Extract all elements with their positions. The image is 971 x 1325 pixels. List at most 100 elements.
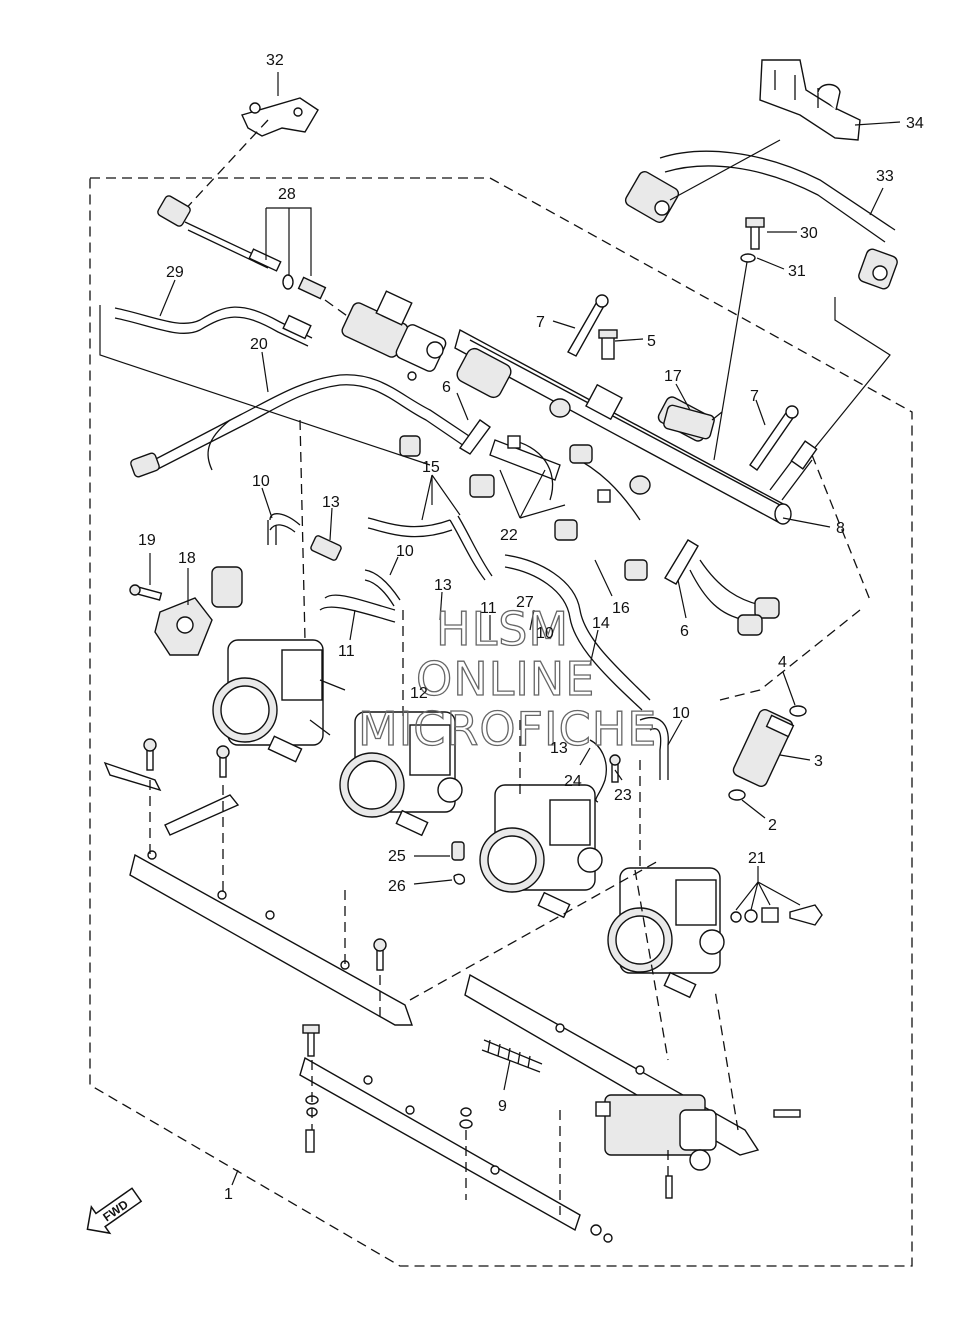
cap-25[interactable] [451,841,465,861]
leader-10b [389,556,399,576]
lower-bracket[interactable] [299,1056,613,1243]
leader-5 [614,338,644,342]
dash-lower [311,1060,467,1200]
leader-23 [614,769,623,781]
tps-sensor-18[interactable] [154,566,243,656]
throttle-body-1[interactable] [212,639,346,763]
o-ring-4[interactable] [789,705,807,717]
screws-left[interactable] [143,738,387,971]
leader-10a [261,487,273,519]
hose-11-left[interactable] [319,594,396,623]
part-label-13b: 13 [434,577,452,594]
injector-3[interactable] [731,708,795,788]
hose-10-left[interactable] [267,513,301,545]
part-label-34: 34 [906,115,924,132]
leader-24 [579,747,591,766]
hose-20[interactable] [130,374,476,478]
part-label-32: 32 [266,52,284,69]
hose-13-left[interactable] [310,535,342,561]
assembly-boundary [89,177,913,1267]
throttle-body-3[interactable] [479,784,603,919]
dash-tb1-up [299,419,306,641]
part-label-28: 28 [278,186,296,203]
leader-11a [349,609,356,641]
leader-9 [503,1059,511,1091]
leader-13a [329,507,333,541]
bolt-7b[interactable] [749,405,799,471]
hose-6[interactable] [458,419,699,585]
part-label-9: 9 [498,1098,507,1115]
leader-34-line [854,121,901,126]
spring-9[interactable] [481,1039,543,1073]
leader-22 [499,469,566,519]
part-label-10c: 10 [536,625,554,642]
dash-tb4-rod [714,989,739,1131]
part-label-7b: 7 [750,388,759,405]
screw-set-21[interactable] [730,904,823,926]
part-label-8: 8 [836,520,845,537]
clip-26[interactable] [453,873,466,885]
bracket-plate-left[interactable] [103,761,240,836]
part-label-10d: 10 [672,705,690,722]
part-label-13a: 13 [322,494,340,511]
part-labels: 1 2 3 4 5 6 6 7 7 8 9 10 10 10 10 11 11 … [138,52,924,1203]
part-label-11b: 11 [480,600,497,617]
bracket-29 [99,305,431,466]
part-label-4: 4 [778,654,787,671]
watermark-line-1: HLSM [436,602,569,656]
o-ring-2[interactable] [728,789,746,801]
fuel-rail-8[interactable] [454,328,792,525]
sensor-17[interactable] [663,404,723,440]
link-rod-left[interactable] [129,850,413,1026]
fwd-arrow-icon [86,1187,143,1235]
part-label-12: 12 [410,685,428,702]
hose-29[interactable] [114,306,313,347]
wiring-harness[interactable] [689,559,780,636]
part-label-33: 33 [876,168,894,185]
bolt-19[interactable] [129,584,163,601]
watermark: HLSM ONLINE MICROFICHE [357,601,657,756]
leader-8 [782,517,831,528]
leader-15 [421,474,461,521]
bolt-5[interactable] [598,329,618,360]
watermark-line-3: MICROFICHE [358,702,657,756]
part-label-22: 22 [500,527,518,544]
throttle-cable-end[interactable] [156,194,282,272]
throttle-body-2[interactable] [339,711,463,837]
leader-2 [741,799,766,819]
idle-valve-assembly[interactable] [595,1094,717,1171]
part-label-10a: 10 [252,473,270,490]
part-label-14: 14 [592,615,610,632]
leader-29 [159,279,176,317]
washer-31[interactable] [740,253,756,263]
screw-23[interactable] [609,754,621,783]
hose-8-connector[interactable] [769,440,818,501]
part-label-20: 20 [250,336,268,353]
dash-tb4 [634,760,669,1061]
part-label-10b: 10 [396,543,414,560]
part-label-16: 16 [612,600,630,617]
hose-22-set[interactable] [399,435,648,581]
leader-6a [456,392,469,421]
leader-32-dash [179,119,269,216]
leader-27 [529,609,535,631]
leader-10d [667,719,683,746]
leader-14 [589,629,599,666]
bolt-7a[interactable] [567,294,609,357]
cable-pulley-housing[interactable] [340,290,447,381]
clamp-34[interactable] [759,59,861,141]
adjuster-parts-28[interactable] [282,274,327,300]
hose-15[interactable] [367,515,493,581]
leader-7a [552,320,576,329]
bracket-32[interactable] [241,97,319,137]
part-label-23: 23 [614,787,632,804]
hose-33-upper[interactable] [623,150,898,290]
bolt-30[interactable] [745,217,765,250]
leader-21 [735,866,801,911]
hose-14[interactable] [504,554,651,711]
part-label-3: 3 [814,753,823,770]
part-label-11a: 11 [338,643,355,660]
hose-10-center[interactable] [364,569,401,607]
wire-24[interactable] [589,739,607,803]
throttle-body-4[interactable] [607,867,725,999]
